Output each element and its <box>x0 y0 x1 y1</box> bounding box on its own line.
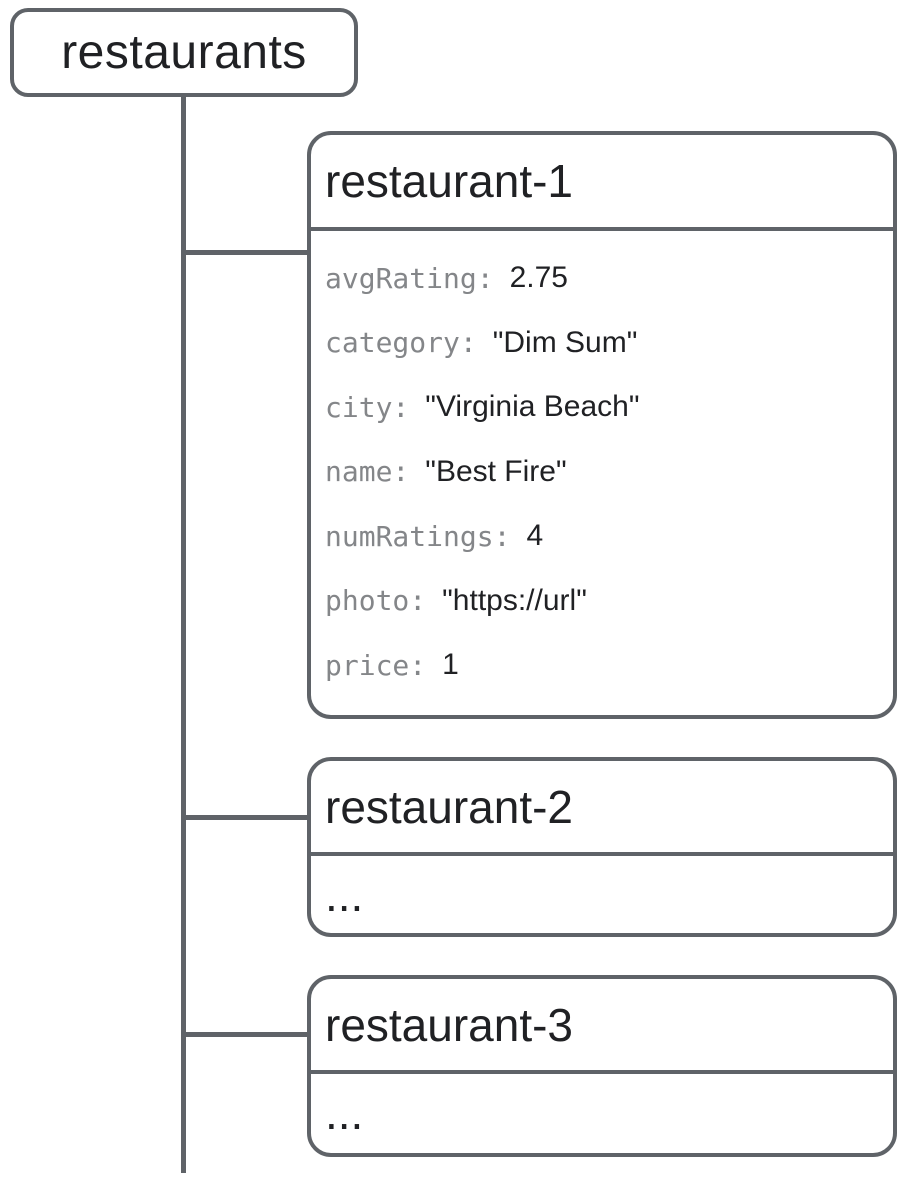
document-card-restaurant-2: restaurant-2 ... <box>307 757 897 937</box>
collection-label: restaurants <box>61 26 307 79</box>
field-value: "https://url" <box>442 583 587 617</box>
field-value: "Best Fire" <box>425 454 567 488</box>
document-card-header: restaurant-3 <box>311 979 893 1074</box>
field-row: photo: "https://url" <box>325 569 879 634</box>
document-fields: avgRating: 2.75 category: "Dim Sum" city… <box>311 231 893 698</box>
field-row: category: "Dim Sum" <box>325 311 879 376</box>
document-card-restaurant-3: restaurant-3 ... <box>307 975 897 1157</box>
document-collapsed-body: ... <box>311 856 893 933</box>
document-collapsed-body: ... <box>311 1074 893 1151</box>
field-row: price: 1 <box>325 633 879 698</box>
field-row: numRatings: 4 <box>325 504 879 569</box>
document-card-restaurant-1: restaurant-1 avgRating: 2.75 category: "… <box>307 131 897 719</box>
field-key: numRatings: <box>325 519 511 553</box>
document-title: restaurant-3 <box>325 998 574 1051</box>
collection-node-restaurants: restaurants <box>10 8 358 97</box>
field-key: category: <box>325 326 477 360</box>
field-key: avgRating: <box>325 261 494 295</box>
field-value: "Dim Sum" <box>492 325 638 359</box>
field-key: photo: <box>325 584 427 618</box>
field-key: city: <box>325 390 410 424</box>
document-title: restaurant-2 <box>325 780 574 833</box>
ellipsis-label: ... <box>325 1086 364 1139</box>
branch-connector-restaurant-2 <box>181 815 307 820</box>
field-value: 1 <box>442 648 459 682</box>
field-value: "Virginia Beach" <box>425 390 640 424</box>
field-key: name: <box>325 455 410 489</box>
document-card-header: restaurant-1 <box>311 135 893 231</box>
field-row: name: "Best Fire" <box>325 440 879 505</box>
branch-connector-restaurant-1 <box>181 250 307 255</box>
field-row: avgRating: 2.75 <box>325 246 879 311</box>
field-row: city: "Virginia Beach" <box>325 375 879 440</box>
field-key: price: <box>325 648 427 682</box>
branch-connector-restaurant-3 <box>181 1032 307 1037</box>
document-card-header: restaurant-2 <box>311 761 893 856</box>
document-title: restaurant-1 <box>325 155 574 207</box>
ellipsis-label: ... <box>325 868 364 921</box>
field-value: 2.75 <box>509 261 568 295</box>
field-value: 4 <box>526 519 544 553</box>
tree-trunk-line <box>181 97 186 1173</box>
